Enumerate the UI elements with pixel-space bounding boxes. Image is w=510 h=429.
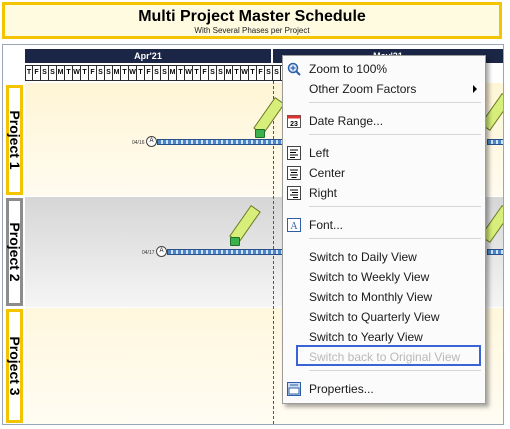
day-cell: F xyxy=(33,65,41,81)
lane-label-project-1: Project 1 xyxy=(6,85,23,195)
menu-item-original-view: Switch back to Original View xyxy=(309,350,461,364)
day-cell: T xyxy=(249,65,257,81)
menu-item-weekly-view[interactable]: Switch to Weekly View xyxy=(309,270,430,284)
menu-item-date-range[interactable]: 23 Date Range... xyxy=(283,111,485,131)
day-cell: S xyxy=(209,65,217,81)
day-cell: M xyxy=(169,65,177,81)
day-cell: T xyxy=(193,65,201,81)
lane-label-project-2: Project 2 xyxy=(6,198,23,306)
align-center-icon xyxy=(287,166,301,180)
day-cell: S xyxy=(41,65,49,81)
menu-item-daily-view[interactable]: Switch to Daily View xyxy=(309,250,417,264)
menu-item-align-center[interactable]: Center xyxy=(283,163,485,183)
highlight-box xyxy=(296,345,481,366)
day-cell: T xyxy=(81,65,89,81)
day-cell: S xyxy=(161,65,169,81)
menu-item-properties[interactable]: Properties... xyxy=(283,379,485,399)
menu-separator xyxy=(309,370,481,371)
font-icon: A xyxy=(287,218,301,232)
day-cell: F xyxy=(201,65,209,81)
milestone-icon[interactable]: A xyxy=(146,136,157,147)
day-cell: W xyxy=(129,65,137,81)
flag-icon[interactable] xyxy=(255,129,265,138)
day-cell: F xyxy=(145,65,153,81)
lane-label-project-3: Project 3 xyxy=(6,309,23,423)
schedule-title: Multi Project Master Schedule xyxy=(138,8,366,25)
day-cell: S xyxy=(97,65,105,81)
day-cell: S xyxy=(273,65,281,81)
day-cell: S xyxy=(105,65,113,81)
svg-text:A: A xyxy=(290,221,298,232)
day-header-row: TFSSMTWTFSSMTWTFSSMTWTFSSMTWTFSSMT xyxy=(25,65,503,81)
menu-separator xyxy=(309,134,481,135)
zoom-in-icon xyxy=(287,62,301,76)
context-menu[interactable]: Zoom to 100% Other Zoom Factors 23 Date … xyxy=(282,55,486,404)
calendar-day-number: 23 xyxy=(290,121,298,128)
day-cell: S xyxy=(153,65,161,81)
day-cell: M xyxy=(225,65,233,81)
menu-item-quarterly-view[interactable]: Switch to Quarterly View xyxy=(309,310,440,324)
align-left-icon xyxy=(287,146,301,160)
milestone-date-label: 04/17 xyxy=(142,250,155,256)
task-bar[interactable] xyxy=(487,139,503,145)
submenu-arrow-icon xyxy=(473,85,477,93)
schedule-title-box: Multi Project Master Schedule With Sever… xyxy=(2,2,502,39)
day-cell: M xyxy=(57,65,65,81)
menu-item-monthly-view[interactable]: Switch to Monthly View xyxy=(309,290,433,304)
day-cell: M xyxy=(113,65,121,81)
day-cell: F xyxy=(257,65,265,81)
schedule-subtitle: With Several Phases per Project xyxy=(194,26,310,35)
task-bar[interactable] xyxy=(157,139,285,145)
menu-separator xyxy=(309,238,481,239)
menu-separator xyxy=(309,206,481,207)
day-cell: T xyxy=(25,65,33,81)
milestone-date-label: 04/16 xyxy=(132,140,145,146)
menu-item-zoom-100[interactable]: Zoom to 100% xyxy=(283,59,485,79)
day-cell: T xyxy=(137,65,145,81)
menu-item-yearly-view[interactable]: Switch to Yearly View xyxy=(309,330,423,344)
day-cell: W xyxy=(73,65,81,81)
day-cell: S xyxy=(265,65,273,81)
properties-icon xyxy=(287,382,301,396)
day-cell: S xyxy=(49,65,57,81)
flag-icon[interactable] xyxy=(230,237,240,246)
day-cell: T xyxy=(121,65,129,81)
month-header-apr: Apr'21 xyxy=(25,49,271,63)
day-cell: S xyxy=(217,65,225,81)
menu-item-align-left[interactable]: Left xyxy=(283,143,485,163)
milestone-icon[interactable]: A xyxy=(156,246,167,257)
menu-separator xyxy=(309,102,481,103)
day-cell: F xyxy=(89,65,97,81)
task-bar[interactable] xyxy=(487,249,503,255)
day-cell: W xyxy=(241,65,249,81)
task-bar[interactable] xyxy=(167,249,285,255)
day-cell: T xyxy=(65,65,73,81)
align-right-icon xyxy=(287,186,301,200)
day-cell: T xyxy=(177,65,185,81)
day-cell: W xyxy=(185,65,193,81)
calendar-icon: 23 xyxy=(287,115,301,128)
menu-item-other-zoom[interactable]: Other Zoom Factors xyxy=(283,79,485,99)
menu-item-font[interactable]: A Font... xyxy=(283,215,485,235)
day-cell: T xyxy=(233,65,241,81)
menu-item-align-right[interactable]: Right xyxy=(283,183,485,203)
